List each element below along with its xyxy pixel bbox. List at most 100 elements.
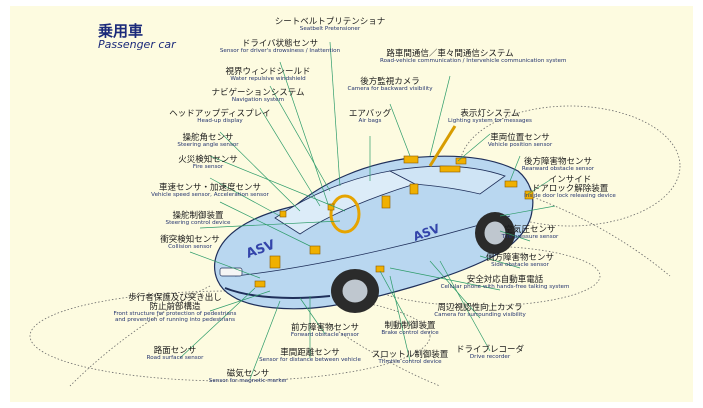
leader-line (499, 205, 556, 217)
roof-glass (388, 165, 506, 195)
device-marker (327, 203, 335, 211)
callout-label-ja: 後方監視カメラ (360, 77, 420, 87)
callout-label-en: Brake control device (381, 329, 439, 336)
leader-line (269, 85, 331, 192)
front-bumper (224, 287, 331, 299)
leader-line (457, 133, 491, 162)
callout-label-en: Camera for backward visibility (347, 85, 433, 92)
callout-label-ja: 側方障害物センサ (485, 253, 554, 263)
callout-label-ja: 制動制御装置 (384, 321, 436, 331)
callout-label-ja: 視界ウィンドシールド (225, 67, 311, 77)
leader-line (509, 155, 521, 182)
callout-label-ja: 火災検知センサ (178, 155, 238, 165)
callout-label-en: Collision sensor (168, 243, 212, 250)
callout-label-en: Road surface sensor (146, 354, 204, 361)
callout-label-en: Navigation system (231, 96, 285, 103)
front-detection-range (29, 290, 431, 382)
callout-label-ja: 操舵制御装置 (172, 211, 224, 221)
callout-label-ja: ヘッドアップディスプレイ (169, 109, 271, 119)
callout-label-en: Water repulsive windshield (230, 75, 306, 82)
callout-label-ja: 路車間通信／車々間通信システム (386, 49, 514, 59)
leader-line (179, 287, 256, 359)
callout-label-en: Steering angle sensor (177, 141, 239, 148)
callout-label-ja: エアバッグ (348, 109, 392, 119)
diagram-canvas: ASV ASV (29, 41, 681, 387)
leader-line (429, 260, 481, 319)
callout-label-ja: ナビゲーションシステム (211, 88, 305, 98)
callout-label-ja: 磁気センサ (226, 369, 270, 379)
forward-detection-range (69, 285, 211, 387)
leader-line (479, 255, 521, 269)
leader-line (499, 230, 531, 242)
leader-lines (179, 41, 556, 380)
diagram-subtitle: Passenger car (98, 38, 176, 51)
device-marker (381, 195, 391, 209)
device-marker (409, 183, 419, 195)
callout-label-en: Sensor for magnetic marker (208, 377, 288, 384)
callout-label-en: Vehicle position sensor (487, 141, 553, 148)
callout-label-en: Sensor for driver's drowsiness / Inatten… (219, 47, 341, 54)
device-marker (254, 280, 266, 288)
steering-wheel (329, 194, 361, 234)
callout-label-en: Cellular phone with hands-free talking s… (440, 283, 570, 290)
callout-label-ja: 操舵角センサ (182, 133, 234, 143)
callout-label-en: Rearward obstacle sensor (521, 165, 595, 172)
leader-line (259, 107, 321, 207)
callout-label-ja: 車両位置センサ (490, 133, 550, 143)
device-marker (504, 180, 518, 188)
callout-label-ja: ドライブレコーダ (455, 345, 524, 355)
headlight (219, 267, 243, 277)
callout-label-en: Throttle control device (378, 358, 442, 365)
leader-line (249, 300, 281, 380)
leader-line (439, 260, 491, 352)
leader-line (209, 290, 271, 312)
car-body (213, 155, 534, 310)
callout-label-en: Tire pressure sensor (501, 233, 559, 240)
callout-label-ja: 安全対応自動車電話 (466, 275, 544, 285)
callout-label-en: Camera for surrounding visibility (434, 311, 526, 318)
rear-detection-range (459, 105, 681, 227)
callout-label-ja: 衝突検知センサ (160, 235, 220, 245)
callout-label-ja: スロットル制御装置 (371, 350, 449, 360)
callout-label-en: Forward obstacle sensor (290, 331, 360, 338)
device-marker (455, 157, 467, 165)
callout-label-en: Head-up display (197, 117, 243, 124)
callout-label-en: Road-vehicle communication / Intervehicl… (380, 57, 567, 64)
device-marker (269, 255, 281, 269)
callout-label-ja: 前方障害物センサ (290, 323, 359, 333)
side-line (234, 215, 511, 277)
callout-label-ja: 路面センサ (153, 346, 197, 356)
leader-line (329, 41, 341, 187)
callout-label-en: Drive recorder (469, 353, 511, 360)
callout-label-en: Side obstacle sensor (491, 261, 549, 268)
callout-label-en: Vehicle speed sensor, Acceleration senso… (151, 191, 269, 198)
leader-line (219, 131, 301, 212)
callout-label-ja: 車速センサ・加速度センサ (158, 183, 261, 193)
leader-line (299, 297, 326, 335)
device-marker (403, 155, 419, 164)
callout-label-en: Lighting system for messages (448, 117, 532, 124)
leader-line (219, 201, 311, 247)
rear-side-detection-range (529, 195, 671, 277)
callout-label-ja: 表示灯システム (460, 109, 520, 119)
